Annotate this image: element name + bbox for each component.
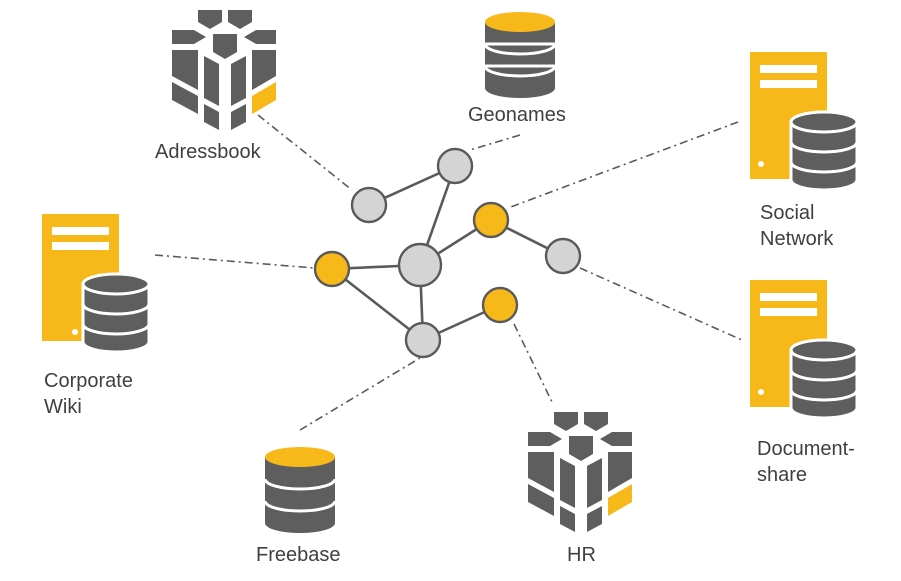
graph-node-gray (436, 147, 474, 185)
graph-edge (331, 267, 424, 342)
connector-freebase (299, 357, 421, 431)
source-connectors (154, 114, 743, 431)
label-documentshare: Document-share (757, 438, 855, 486)
label-geonames: Geonames (468, 104, 566, 126)
connector-adressbook (257, 114, 353, 191)
cube-icon (528, 412, 632, 532)
database-icon (483, 12, 557, 98)
connector-geonames (469, 134, 521, 151)
label-adressbook: Adressbook (155, 141, 261, 163)
graph-node-gray (404, 321, 442, 359)
connector-documentshare (579, 267, 743, 341)
label-hr: HR (567, 544, 596, 566)
connector-hr (513, 323, 553, 403)
database-icon (263, 447, 337, 533)
graph-node-yellow (472, 201, 510, 239)
graph-nodes (313, 147, 582, 359)
server-database-icon (750, 280, 859, 420)
connector-social-network (507, 121, 739, 209)
graph-node-yellow (313, 250, 351, 288)
connector-corporate-wiki (154, 254, 315, 269)
graph-node-gray (350, 186, 388, 224)
server-database-icon (42, 214, 151, 354)
graph-node-yellow (481, 286, 519, 324)
cube-icon (172, 10, 276, 130)
label-freebase: Freebase (256, 544, 341, 566)
graph-node-gray (544, 237, 582, 275)
graph-node-gray (397, 242, 443, 288)
server-database-icon (750, 52, 859, 192)
